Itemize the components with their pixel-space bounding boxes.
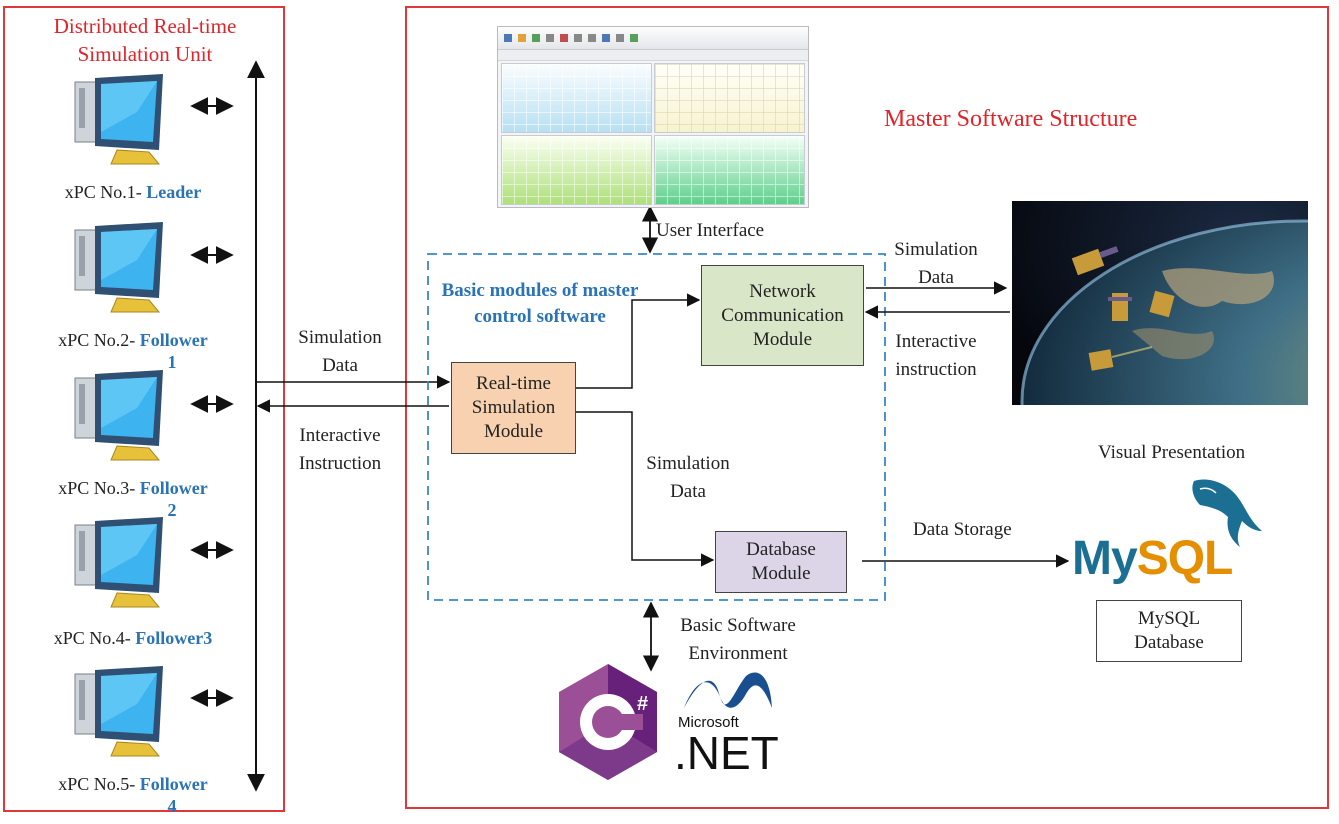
realtime-simulation-module: Real-time Simulation Module (451, 362, 576, 454)
left-panel-frame (3, 6, 285, 812)
interactive-instruction-right-label: Interactive instruction (895, 331, 977, 380)
basic-env-label: Basic Software Environment (680, 615, 796, 664)
earth-visualization (1012, 201, 1308, 405)
satellite-4 (1088, 346, 1153, 371)
computer-icon (74, 74, 163, 165)
sim-data-down-label: Simulation Data (646, 453, 730, 502)
pc-label-4: xPC No.4- Follower3 (53, 628, 213, 648)
pc-label-2: xPC No.2- Follower 1 (58, 330, 208, 372)
csharp-logo: # (559, 664, 657, 780)
sim-data-label: Simulation Data (298, 327, 382, 376)
svg-text:#: # (637, 693, 648, 715)
pc-label-3: xPC No.3- Follower 2 (58, 478, 208, 520)
left-panel-title: Distributed Real-time Simulation Unit (53, 14, 237, 66)
mysql-logo: MySQL (1072, 475, 1272, 585)
basic-modules-title: Basic modules of master control software (441, 280, 639, 327)
user-interface-label: User Interface (656, 220, 765, 241)
interactive-instruction-label: Interactive Instruction (298, 425, 382, 474)
computer-icon (74, 517, 163, 608)
satellite-2 (1108, 293, 1132, 321)
pc-label-1: xPC No.1- Leader (64, 182, 202, 202)
dotnet-logo: Microsoft .NET (670, 668, 780, 784)
network-communication-module: Network Communication Module (701, 265, 864, 366)
ui-toolbar (498, 27, 808, 50)
sim-data-right-label: Simulation Data (894, 239, 978, 288)
ui-screenshot (497, 26, 809, 208)
rt-to-network-arrow (576, 293, 701, 389)
database-module: Database Module (715, 531, 847, 593)
computer-icon (74, 666, 163, 757)
master-structure-title: Master Software Structure (884, 106, 1138, 132)
rt-to-database-arrow (576, 411, 715, 567)
satellite-1 (1071, 246, 1119, 276)
pc-label-5: xPC No.5- Follower 4 (58, 774, 208, 816)
satellite-3 (1149, 290, 1175, 318)
right-panel-frame (405, 6, 1329, 809)
mysql-database-box: MySQL Database (1096, 600, 1242, 662)
computer-icon (74, 222, 163, 313)
dotnet-wave-icon (684, 672, 772, 708)
dolphin-icon (1192, 479, 1262, 547)
computer-icon (74, 370, 163, 461)
data-storage-label: Data Storage (913, 519, 1012, 540)
dashed-container (427, 253, 886, 601)
visual-presentation-label: Visual Presentation (1098, 442, 1246, 463)
